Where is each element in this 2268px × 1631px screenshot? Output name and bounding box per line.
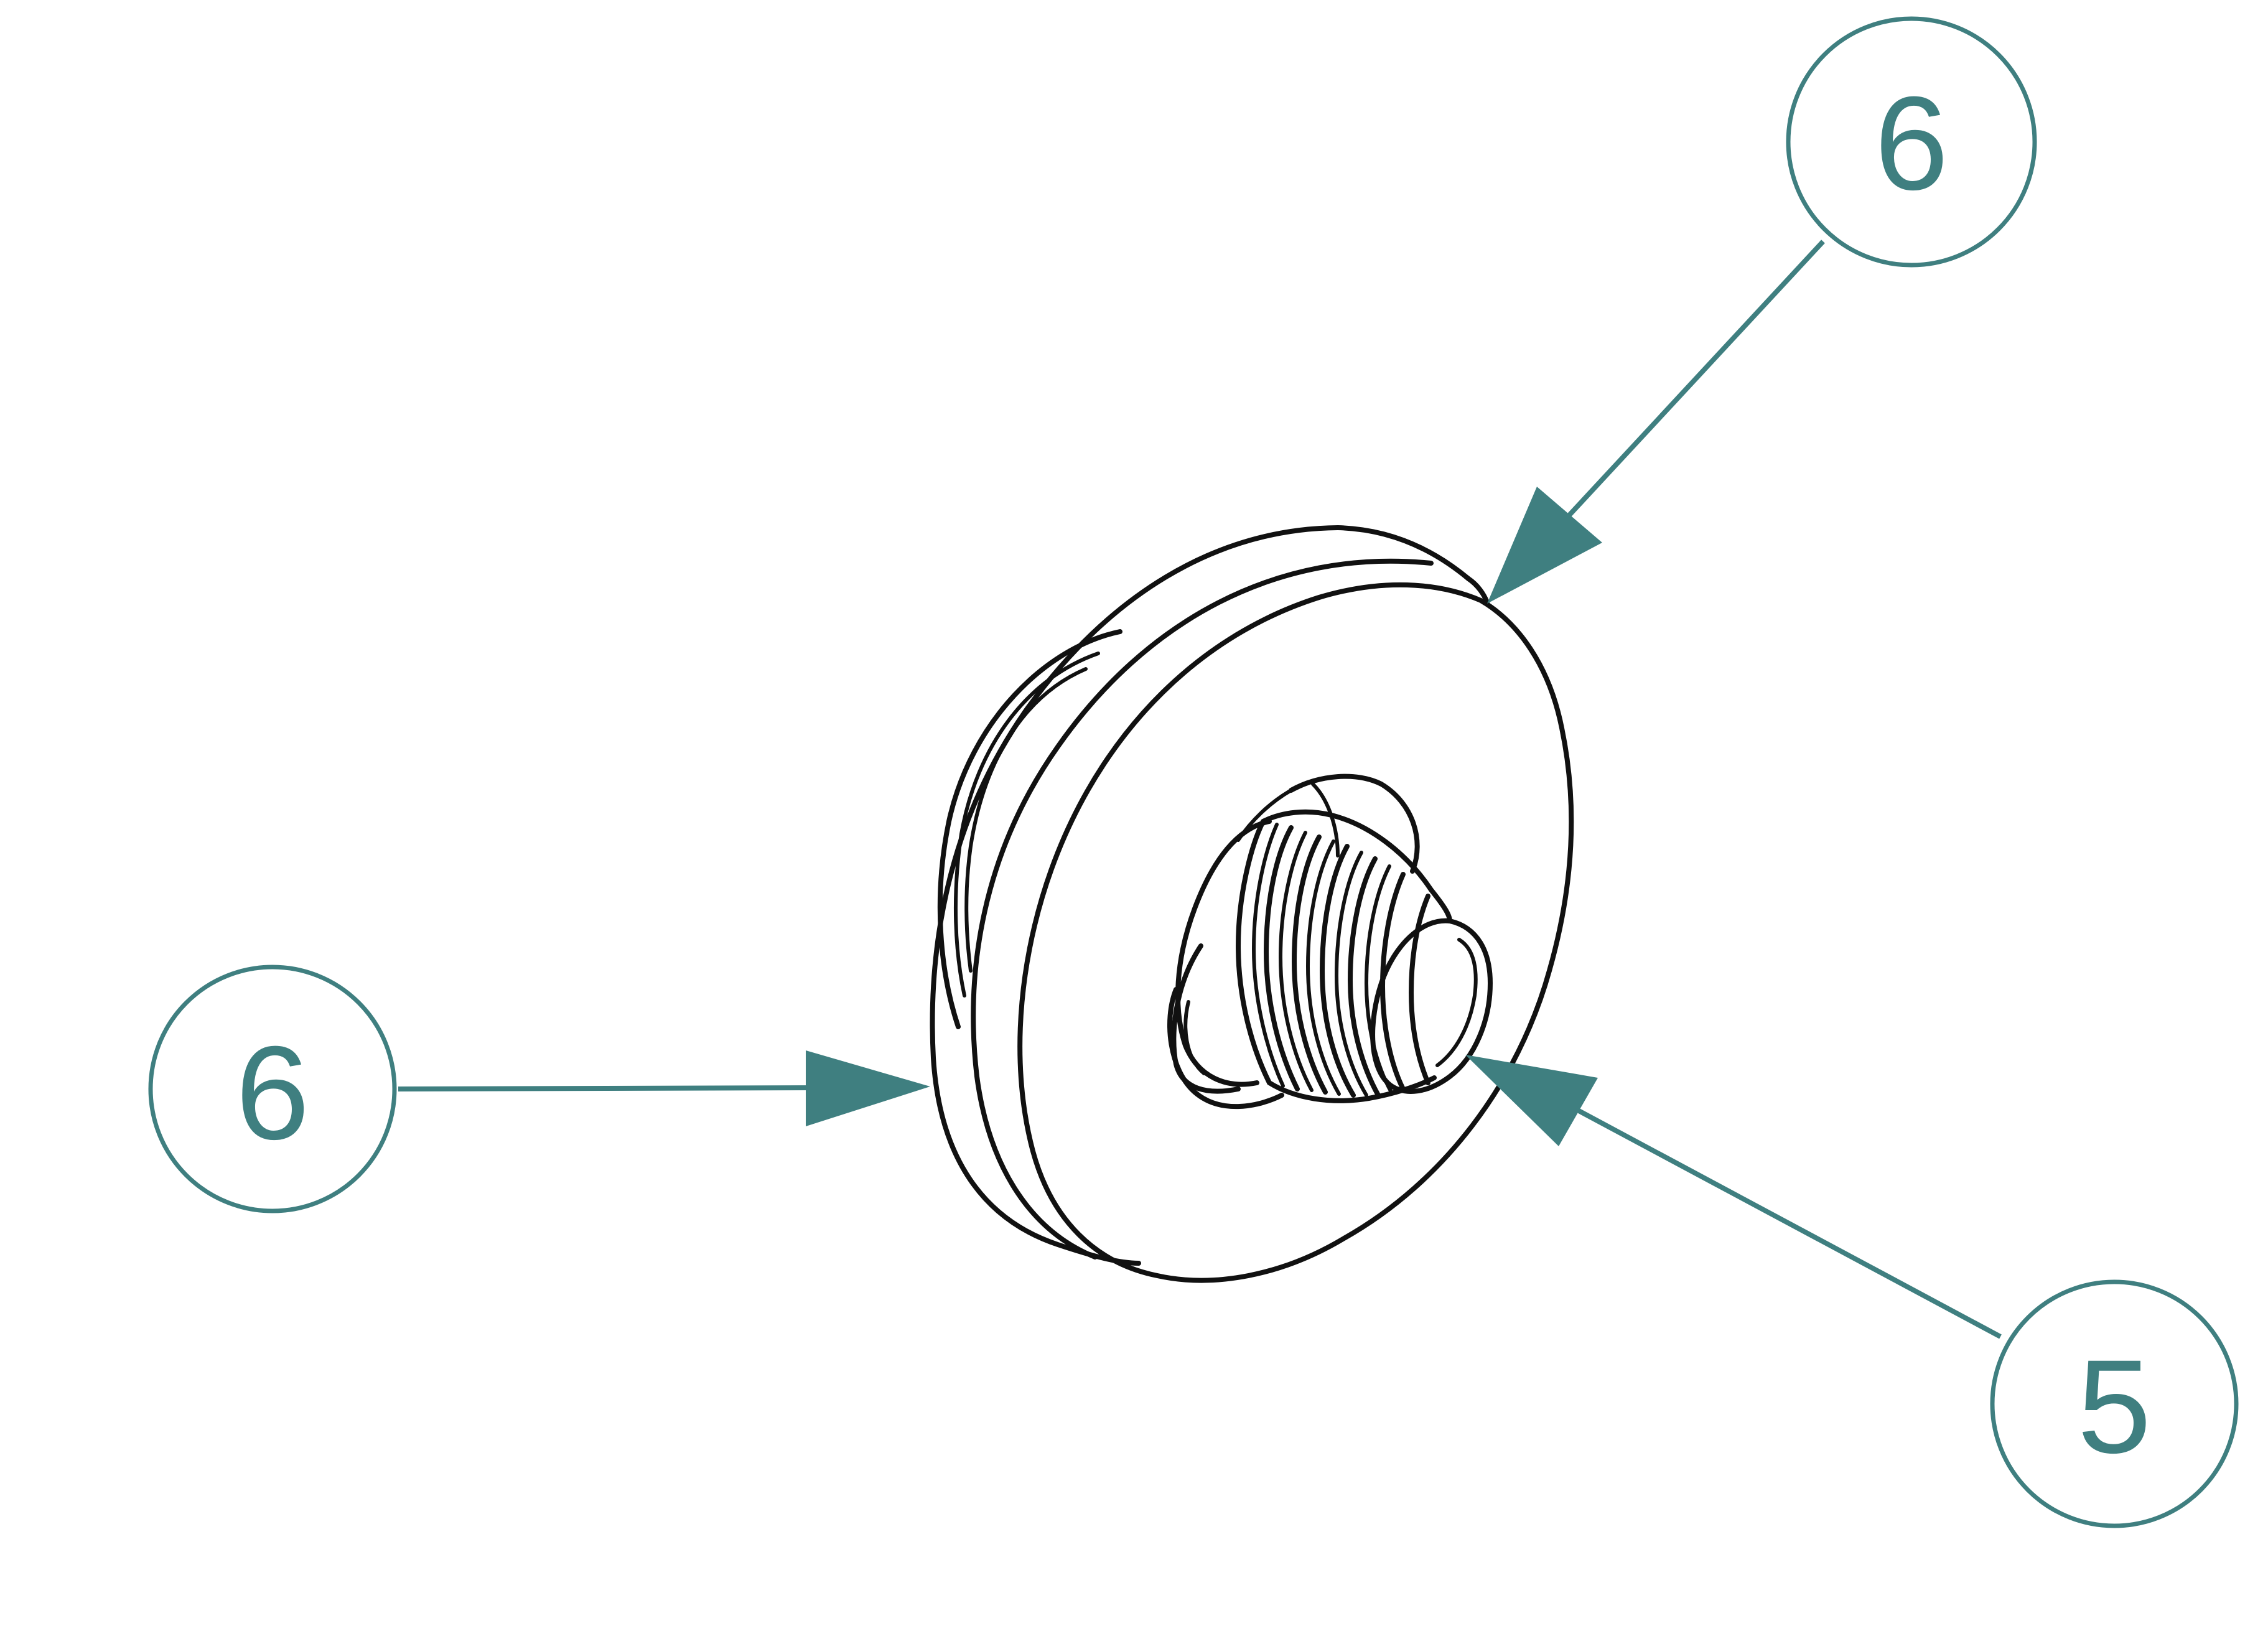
disc-back-rim-right	[1466, 576, 1490, 605]
disc-front-face-outer	[1017, 582, 1574, 1283]
callout-circle-bottom-right	[1990, 1279, 2239, 1528]
callout-bottom-right: 5	[1465, 1055, 2239, 1528]
stud-base-flange-inner	[1183, 1000, 1206, 1075]
stud-threads	[1236, 809, 1452, 1103]
callout-top-right: 6	[1487, 16, 2037, 604]
stud-body-outline	[1175, 819, 1272, 1087]
leader-line-bottom-right	[1554, 1096, 2002, 1339]
callout-label-left: 6	[235, 1019, 309, 1167]
disc-middle-rim	[971, 558, 1434, 1259]
disc-back-rim-top	[1335, 525, 1471, 581]
arrowhead-top-right	[1487, 487, 1602, 604]
threaded-disc-part	[930, 525, 1574, 1283]
callout-left: 6	[148, 965, 930, 1213]
arrowhead-bottom-right	[1465, 1055, 1598, 1146]
disc-back-rim	[930, 525, 1340, 1266]
rear-hub-inner-2	[964, 667, 1088, 973]
callout-label-bottom-right: 5	[2077, 1332, 2151, 1481]
stud-base-flange	[1167, 987, 1284, 1110]
stud-end-cap	[1370, 918, 1493, 1094]
arrowhead-left	[806, 1050, 930, 1126]
leader-line-top-right	[1566, 240, 1825, 518]
stud-end-chamfer	[1435, 938, 1478, 1067]
leader-line-left	[398, 1085, 816, 1091]
rear-hub-outline	[937, 629, 1122, 1029]
callout-circle-left	[148, 965, 397, 1213]
callout-circle-top-right	[1786, 16, 2037, 268]
callout-label-top-right: 6	[1874, 69, 1948, 218]
